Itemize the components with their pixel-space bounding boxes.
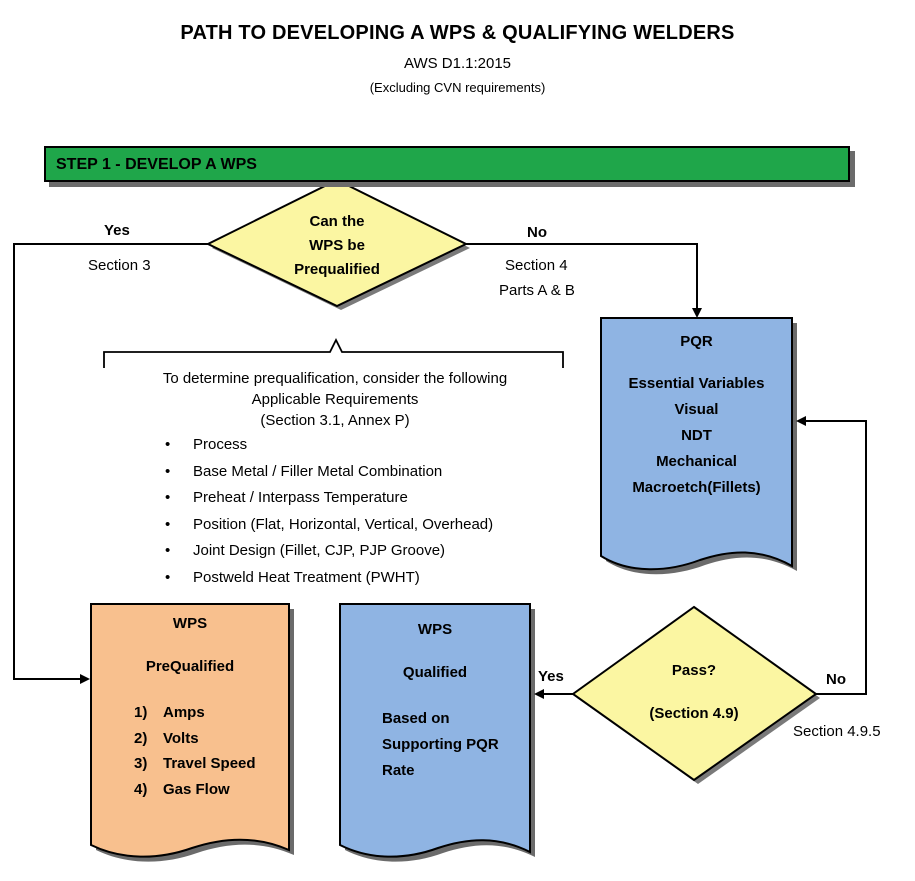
requirements-line2: Applicable Requirements (251, 391, 419, 408)
wps-prequalified-title: WPS (172, 615, 208, 632)
yes-section: Section 3 (88, 257, 151, 274)
requirements-line1: To determine prequalification, consider … (162, 370, 508, 387)
prequal-line1: Can the (309, 213, 365, 230)
no-label: No (527, 224, 547, 241)
prequal-decision-diamond (205, 178, 469, 308)
requirement-item: Preheat / Interpass Temperature (165, 487, 493, 514)
pass-no-section: Section 4.9.5 (793, 723, 881, 740)
wps-variable-item: 3)Travel Speed (134, 755, 256, 772)
no-section-line1: Section 4 (505, 257, 568, 274)
prequal-decision-text: Can the WPS be Prequalified (277, 210, 397, 282)
wps-prequalified-shape (90, 603, 290, 858)
no-connector (466, 243, 702, 318)
requirements-list: Process Base Metal / Filler Metal Combin… (165, 434, 493, 594)
wps-variable-item: 2)Volts (134, 729, 199, 747)
requirement-item: Postweld Heat Treatment (PWHT) (165, 567, 493, 594)
requirements-line3: (Section 3.1, Annex P) (260, 412, 410, 429)
wps-prequalified-list: 1)Amps 2)Volts 3)Travel Speed 4)Gas Flow (134, 702, 256, 804)
pass-no-label: No (826, 671, 846, 688)
wps-prequalified-subtitle: PreQualified (145, 658, 235, 675)
prequal-line3: Prequalified (294, 261, 380, 278)
wps-qualified-subtitle: Qualified (402, 664, 468, 681)
pass-yes-label: Yes (538, 668, 564, 685)
wps-qualified-line3: Rate (382, 762, 415, 779)
yes-label: Yes (104, 222, 130, 239)
pass-line2: (Section 4.9) (649, 705, 739, 722)
wps-qualified-title: WPS (417, 621, 453, 638)
requirement-item: Process (165, 434, 493, 461)
requirement-item: Joint Design (Fillet, CJP, PJP Groove) (165, 540, 493, 567)
wps-qualified-shape (339, 603, 531, 858)
pqr-item: Macroetch(Fillets) (632, 479, 761, 496)
pqr-item: NDT (681, 427, 712, 444)
pqr-item: Mechanical (656, 453, 737, 470)
pqr-item: Essential Variables (628, 375, 765, 392)
standard-reference: AWS D1.1:2015 (404, 55, 511, 72)
wps-qualified-line2: Supporting PQR (382, 736, 499, 753)
requirement-item: Base Metal / Filler Metal Combination (165, 461, 493, 488)
wps-qualified-basis: Based on Supporting PQR Rate (382, 706, 499, 784)
pqr-shape (600, 317, 793, 571)
pqr-item: Visual (674, 401, 719, 418)
wps-variable-item: 1)Amps (134, 704, 205, 721)
pass-no-connector (796, 416, 867, 695)
pass-decision-diamond (571, 605, 818, 782)
no-section-line2: Parts A & B (499, 282, 575, 299)
prequal-line2: WPS be (309, 237, 365, 254)
requirements-brace (103, 337, 564, 368)
diagram-title: PATH TO DEVELOPING A WPS & QUALIFYING WE… (180, 22, 735, 44)
requirement-item: Position (Flat, Horizontal, Vertical, Ov… (165, 514, 493, 541)
wps-qualified-line1: Based on (382, 710, 450, 727)
pqr-title: PQR (680, 333, 713, 350)
pass-line1: Pass? (671, 662, 717, 679)
yes-connector (13, 243, 208, 684)
pqr-text: PQR Essential Variables Visual NDT Mecha… (601, 329, 792, 501)
step-banner-label: STEP 1 - DEVELOP A WPS (56, 156, 257, 173)
wps-variable-item: 4)Gas Flow (134, 780, 230, 798)
requirements-intro: To determine prequalification, consider … (110, 368, 560, 431)
exclusion-note: (Excluding CVN requirements) (369, 80, 546, 95)
step-banner: STEP 1 - DEVELOP A WPS (44, 146, 850, 182)
